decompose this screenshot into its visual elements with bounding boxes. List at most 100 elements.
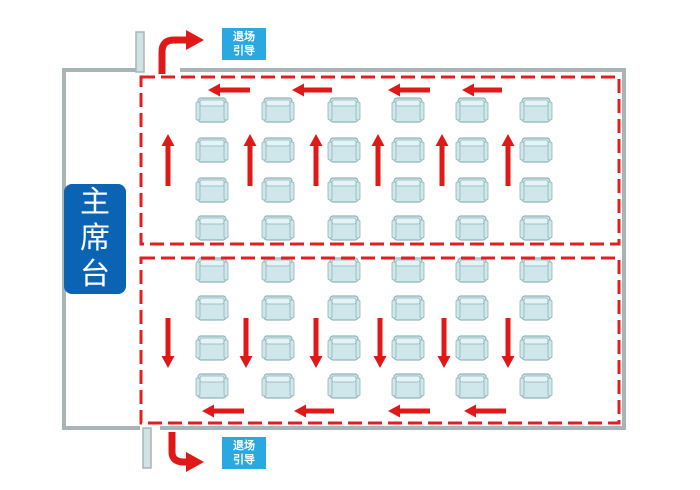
seat-armrest-right — [419, 261, 425, 281]
seat-armrest-right — [223, 377, 229, 397]
flow-arrows — [161, 83, 515, 418]
seat — [327, 177, 361, 203]
seat — [455, 295, 489, 321]
seat — [391, 97, 425, 123]
curved-exit-arrow-bottom-head — [186, 452, 204, 472]
seat-armrest-right — [483, 339, 489, 359]
seat-back — [523, 99, 549, 107]
seat-back — [331, 99, 357, 107]
left-arrow-icon — [202, 404, 244, 418]
seat — [391, 177, 425, 203]
seat-armrest-left — [391, 101, 397, 121]
seat — [519, 97, 553, 123]
seat-armrest-left — [519, 181, 525, 201]
seat-armrest-left — [327, 219, 333, 239]
seat-armrest-left — [261, 219, 267, 239]
seat-armrest-left — [195, 141, 201, 161]
seat — [195, 295, 229, 321]
seat-armrest-right — [223, 261, 229, 281]
seat-back — [459, 179, 485, 187]
seat-armrest-right — [547, 181, 553, 201]
left-arrow-icon — [388, 404, 430, 418]
seat-back — [331, 139, 357, 147]
seat-back — [395, 139, 421, 147]
seat-armrest-left — [195, 219, 201, 239]
seat-armrest-right — [419, 181, 425, 201]
seat — [391, 373, 425, 399]
seat-back — [199, 99, 225, 107]
seat-back — [331, 297, 357, 305]
seat-armrest-left — [519, 101, 525, 121]
seat-grid — [195, 97, 553, 399]
seat-armrest-left — [195, 377, 201, 397]
seat-armrest-right — [355, 219, 361, 239]
seat-armrest-right — [355, 181, 361, 201]
seat-armrest-left — [455, 219, 461, 239]
seat-back — [331, 217, 357, 225]
seat-armrest-left — [519, 339, 525, 359]
seat-back — [265, 375, 291, 383]
seat-armrest-left — [455, 339, 461, 359]
down-arrow-icon — [309, 318, 323, 368]
podium-char-2: 席 — [80, 221, 110, 256]
seat-armrest-left — [455, 101, 461, 121]
seat-back — [395, 297, 421, 305]
seat — [327, 335, 361, 361]
lower-zone-border — [139, 256, 621, 425]
seat-armrest-left — [327, 299, 333, 319]
seat-armrest-left — [519, 141, 525, 161]
seat-armrest-right — [483, 181, 489, 201]
curved-exit-arrow-bottom-shaft — [168, 432, 188, 466]
down-arrow-icon — [501, 318, 515, 368]
exit-guide-top: 退场 引导 — [222, 28, 266, 60]
left-arrow-icon — [208, 83, 250, 97]
seat — [519, 137, 553, 163]
seat-back — [523, 217, 549, 225]
seat-armrest-right — [483, 141, 489, 161]
seat — [391, 215, 425, 241]
exit-guide-top-line-1: 退场 — [233, 30, 255, 43]
seat-back — [523, 139, 549, 147]
seat — [195, 257, 229, 283]
seat-armrest-left — [327, 339, 333, 359]
seat-armrest-left — [261, 339, 267, 359]
seat-armrest-left — [327, 261, 333, 281]
seat-armrest-left — [391, 299, 397, 319]
seat — [455, 257, 489, 283]
seat-back — [523, 297, 549, 305]
seat — [519, 373, 553, 399]
seat-back — [265, 337, 291, 345]
up-arrow-icon — [435, 134, 449, 186]
exit-guide-top-line-2: 引导 — [233, 44, 255, 57]
seat-armrest-right — [547, 219, 553, 239]
seat-armrest-right — [289, 219, 295, 239]
seat-back — [523, 375, 549, 383]
seat — [519, 257, 553, 283]
seat — [455, 97, 489, 123]
seat-armrest-right — [355, 101, 361, 121]
podium-char-1: 主 — [80, 185, 110, 220]
seat-armrest-right — [547, 101, 553, 121]
seat-armrest-right — [223, 339, 229, 359]
seat — [391, 257, 425, 283]
seat-back — [459, 99, 485, 107]
seat-armrest-left — [455, 377, 461, 397]
down-arrow-icon — [161, 318, 175, 368]
seat-armrest-left — [391, 339, 397, 359]
seat-back — [331, 179, 357, 187]
seat-armrest-left — [391, 261, 397, 281]
down-arrow-icon — [373, 318, 387, 368]
seat — [195, 97, 229, 123]
up-arrow-icon — [309, 134, 323, 186]
seat-armrest-left — [391, 377, 397, 397]
right-wall — [160, 68, 626, 430]
seat-back — [265, 179, 291, 187]
seat-armrest-right — [355, 261, 361, 281]
seat-armrest-left — [327, 377, 333, 397]
exit-arrows — [158, 30, 204, 472]
seat-back — [523, 337, 549, 345]
seat-armrest-left — [261, 101, 267, 121]
down-arrow-icon — [437, 318, 451, 368]
seat-armrest-left — [195, 339, 201, 359]
